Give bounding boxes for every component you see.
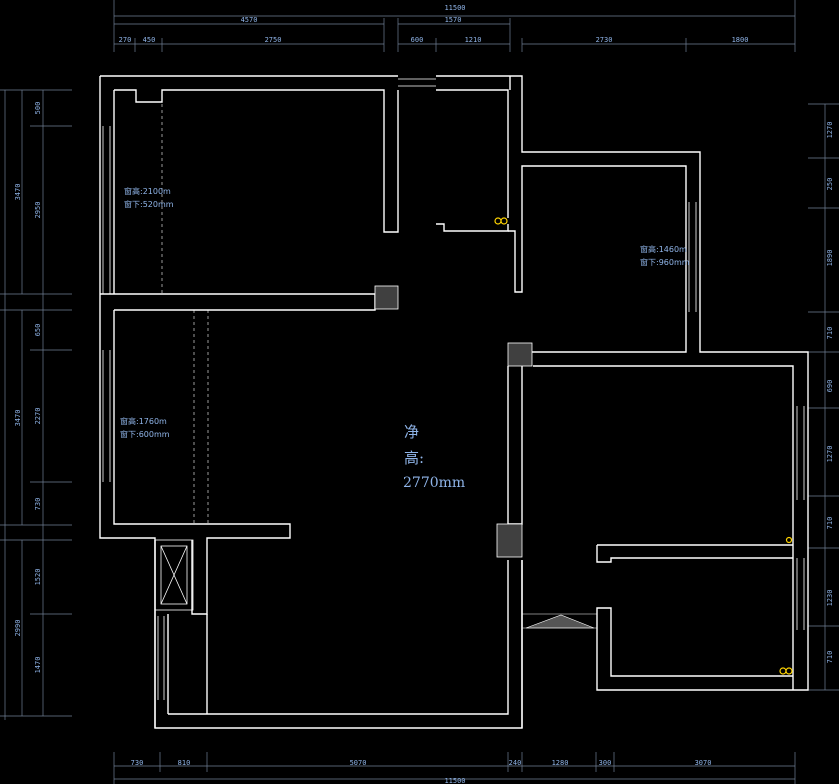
dim-top-r2-1: 270: [119, 36, 132, 44]
column-1: [374, 285, 399, 310]
dim-left-inner-1: 500: [34, 102, 42, 115]
dim-right-6: 1270: [826, 446, 834, 463]
dim-left-inner-5: 730: [34, 498, 42, 511]
dim-top-r2-4: 600: [411, 36, 424, 44]
dim-bottom-1: 730: [131, 759, 144, 767]
dashed-lines: [161, 104, 523, 524]
pipe-icon: [494, 217, 508, 225]
dim-top-total: 11500: [444, 4, 465, 12]
window-note-right-upper-height: 窗高:1460m: [640, 244, 687, 254]
dim-bottom-6: 300: [599, 759, 612, 767]
dim-left-inner-7: 1470: [34, 657, 42, 674]
dim-right-7: 710: [826, 517, 834, 530]
dim-top-r2-6: 2730: [596, 36, 613, 44]
dim-top-r2-2: 450: [143, 36, 156, 44]
column-2: [507, 342, 533, 367]
dim-left-outer-3: 2990: [14, 620, 22, 637]
window-note-left-upper-sill: 窗下:520mm: [124, 199, 174, 209]
dim-left-inner-3: 650: [34, 324, 42, 337]
ceiling-height-label-2: 高:: [404, 449, 424, 467]
dim-bottom-3: 5070: [350, 759, 367, 767]
ceiling-height-label-1: 净: [404, 423, 419, 441]
dim-top-r2-3: 2750: [265, 36, 282, 44]
dim-top-r2-7: 1800: [732, 36, 749, 44]
dim-right-5: 690: [826, 380, 834, 393]
dim-left-inner-2: 2950: [34, 202, 42, 219]
entrance-marker: [525, 614, 595, 629]
dim-right-8: 1230: [826, 590, 834, 607]
dim-right-1: 1270: [826, 122, 834, 139]
pipe-icon: [785, 536, 793, 544]
walls: [99, 75, 809, 729]
dim-top-2: 1570: [445, 16, 462, 24]
dim-left-outer-2: 3470: [14, 410, 22, 427]
dim-top-1: 4570: [241, 16, 258, 24]
dim-right-4: 710: [826, 327, 834, 340]
window-note-left-middle-sill: 窗下:600mm: [120, 429, 170, 439]
window-note-left-upper-height: 窗高:2100m: [124, 186, 171, 196]
windows: [102, 78, 805, 700]
dim-left-outer-1: 3470: [14, 184, 22, 201]
dim-bottom-4: 240: [509, 759, 522, 767]
dim-top-r2-5: 1210: [465, 36, 482, 44]
dim-right-2: 250: [826, 178, 834, 191]
dim-left-inner-6: 1520: [34, 569, 42, 586]
pipe-icon: [779, 667, 793, 675]
ceiling-height-value: 2770mm: [403, 475, 465, 491]
pipe-markers: [494, 217, 793, 675]
dimension-texts: 11500 4570 1570 270 450 2750 600 1210 27…: [14, 4, 834, 784]
dim-left-inner-4: 2270: [34, 408, 42, 425]
dim-bottom-7: 3070: [695, 759, 712, 767]
shaft-box: [154, 539, 194, 611]
dim-right-3: 1890: [826, 250, 834, 267]
dim-bottom-5: 1280: [552, 759, 569, 767]
dim-bottom-total: 11500: [444, 777, 465, 784]
dim-bottom-2: 810: [178, 759, 191, 767]
columns: [374, 285, 533, 558]
window-note-right-upper-sill: 窗下:960mm: [640, 257, 690, 267]
column-3: [496, 523, 523, 558]
dim-right-9: 710: [826, 651, 834, 664]
window-note-left-middle-height: 窗高:1760m: [120, 416, 167, 426]
